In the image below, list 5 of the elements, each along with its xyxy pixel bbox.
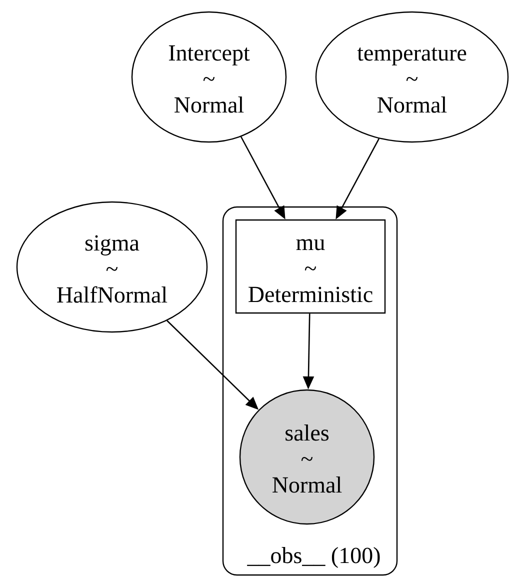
circle-node: sales ~ Normal xyxy=(239,389,375,525)
ellipse-node: sigma ~ HalfNormal xyxy=(16,201,208,333)
rectangle-node: mu ~ Deterministic xyxy=(235,219,386,314)
ellipse-node: temperature ~ Normal xyxy=(315,11,509,143)
ellipse-node: Intercept ~ Normal xyxy=(131,11,287,143)
